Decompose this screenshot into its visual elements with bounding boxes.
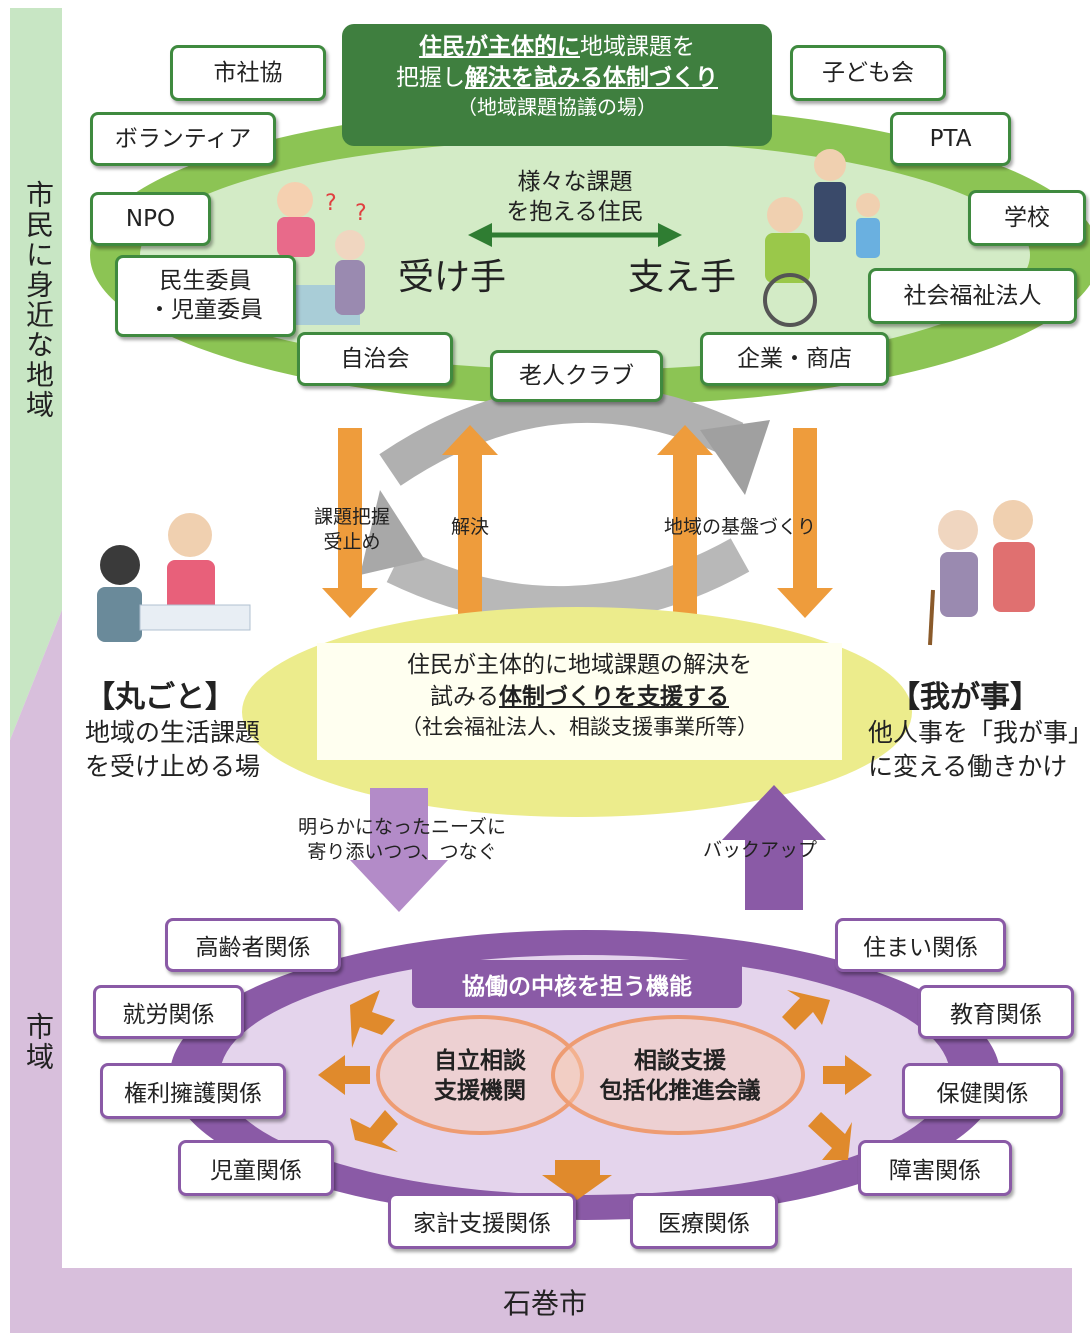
wagakoto-text-1: 他人事を「我が事」 [868, 718, 1090, 747]
org-npo: NPO [90, 192, 211, 246]
needs-label-2: 寄り添いつつ、つなぐ [307, 840, 497, 863]
supporters-illustration [763, 149, 880, 327]
box-kakei: 家計支援関係 [388, 1193, 576, 1249]
title-text-1: 地域課題を [580, 34, 695, 60]
city-area-label: 市域 [22, 1012, 55, 1072]
grasp-label-1: 課題把握 [313, 506, 390, 528]
grasp-label: 課題把握 受止め [302, 505, 402, 554]
org-fukushi: 社会福祉法人 [868, 268, 1077, 324]
wagakoto-heading: 【我が事】 [890, 680, 1040, 715]
box-hoken: 保健関係 [902, 1063, 1063, 1119]
box-kyoiku: 教育関係 [918, 985, 1074, 1039]
title-subtitle: （地域課題協議の場） [457, 95, 657, 120]
org-minsei-2: ・児童委員 [148, 297, 263, 323]
support-line-3: （社会福祉法人、相談支援事業所等） [401, 715, 758, 740]
local-area-label: 市民に身近な地域 [22, 180, 55, 420]
svg-text:?: ? [355, 201, 367, 226]
care-illustration [928, 500, 1035, 646]
support-box: 住民が主体的に地域課題の解決を 試みる体制づくりを支援する （社会福祉法人、相談… [317, 650, 842, 742]
org-rojin: 老人クラブ [490, 350, 663, 402]
consultation-illustration [97, 513, 251, 642]
soudan-label-2: 包括化推進会議 [599, 1077, 761, 1104]
org-shakyo: 市社協 [170, 45, 326, 101]
box-shogai: 障害関係 [858, 1140, 1012, 1196]
support-line-1: 住民が主体的に地域課題の解決を [407, 652, 752, 678]
soudan-label-1: 相談支援 [634, 1048, 726, 1074]
soudan-label: 相談支援 包括化推進会議 [590, 1047, 770, 1107]
wagakoto-text: 他人事を「我が事」 に変える働きかけ [868, 716, 1090, 784]
residents-caption-1: 様々な課題 [517, 169, 633, 195]
org-kodomo: 子ども会 [790, 45, 946, 101]
grasp-label-2: 受止め [323, 530, 381, 553]
box-sumai: 住まい関係 [835, 918, 1006, 972]
org-minsei-1: 民生委員 [159, 268, 252, 295]
org-kigyo: 企業・商店 [700, 332, 889, 386]
jiritsu-label-2: 支援機関 [434, 1077, 526, 1104]
box-kenri: 権利擁護関係 [100, 1063, 286, 1119]
city-name: 石巻市 [502, 1287, 587, 1320]
org-minsei: 民生委員 ・児童委員 [115, 255, 296, 337]
needs-label-1: 明らかになったニーズに [297, 816, 507, 838]
marugoto-heading: 【丸ごと】 [85, 680, 235, 715]
marugoto-text-1: 地域の生活課題 [85, 718, 261, 747]
supporter-label: 支え手 [628, 257, 737, 298]
jiritsu-label-1: 自立相談 [434, 1048, 526, 1074]
org-jichikai: 自治会 [297, 332, 453, 386]
needs-label: 明らかになったニーズに 寄り添いつつ、つなぐ [282, 815, 522, 864]
residents-caption: 様々な課題 を抱える住民 [470, 168, 680, 228]
top-title-box: 住民が主体的に地域課題を 把握し解決を試みる体制づくり （地域課題協議の場） [342, 24, 772, 146]
wagakoto-text-2: に変える働きかけ [868, 751, 1068, 781]
svg-text:?: ? [325, 191, 337, 216]
residents-caption-2: を抱える住民 [506, 198, 644, 225]
marugoto-text: 地域の生活課題 を受け止める場 [85, 716, 260, 784]
jiritsu-label: 自立相談 支援機関 [400, 1047, 560, 1107]
org-gakko: 学校 [968, 190, 1086, 246]
elderly-illustration: ? ? [277, 182, 367, 325]
marugoto-text-2: を受け止める場 [85, 751, 261, 781]
org-pta: PTA [890, 112, 1011, 166]
title-text-2: 把握し [396, 65, 465, 92]
core-function-label: 協働の中核を担う機能 [412, 960, 742, 1008]
backup-label: バックアップ [702, 839, 817, 861]
org-volunteer: ボランティア [90, 112, 276, 166]
box-shuro: 就労関係 [93, 985, 244, 1039]
solve-label: 解決 [450, 516, 489, 538]
title-underlined-1: 住民が主体的に [419, 34, 580, 60]
support-line-2-u: 体制づくりを支援する [499, 683, 729, 710]
base-label: 地域の基盤づくり [663, 516, 816, 538]
box-jido: 児童関係 [178, 1140, 334, 1196]
receiver-label: 受け手 [398, 257, 507, 298]
title-underlined-2: 解決を試みる体制づくり [465, 65, 718, 92]
support-line-2-pre: 試みる [430, 683, 499, 710]
box-koreisha: 高齢者関係 [165, 918, 341, 972]
box-iryo: 医療関係 [630, 1193, 778, 1249]
